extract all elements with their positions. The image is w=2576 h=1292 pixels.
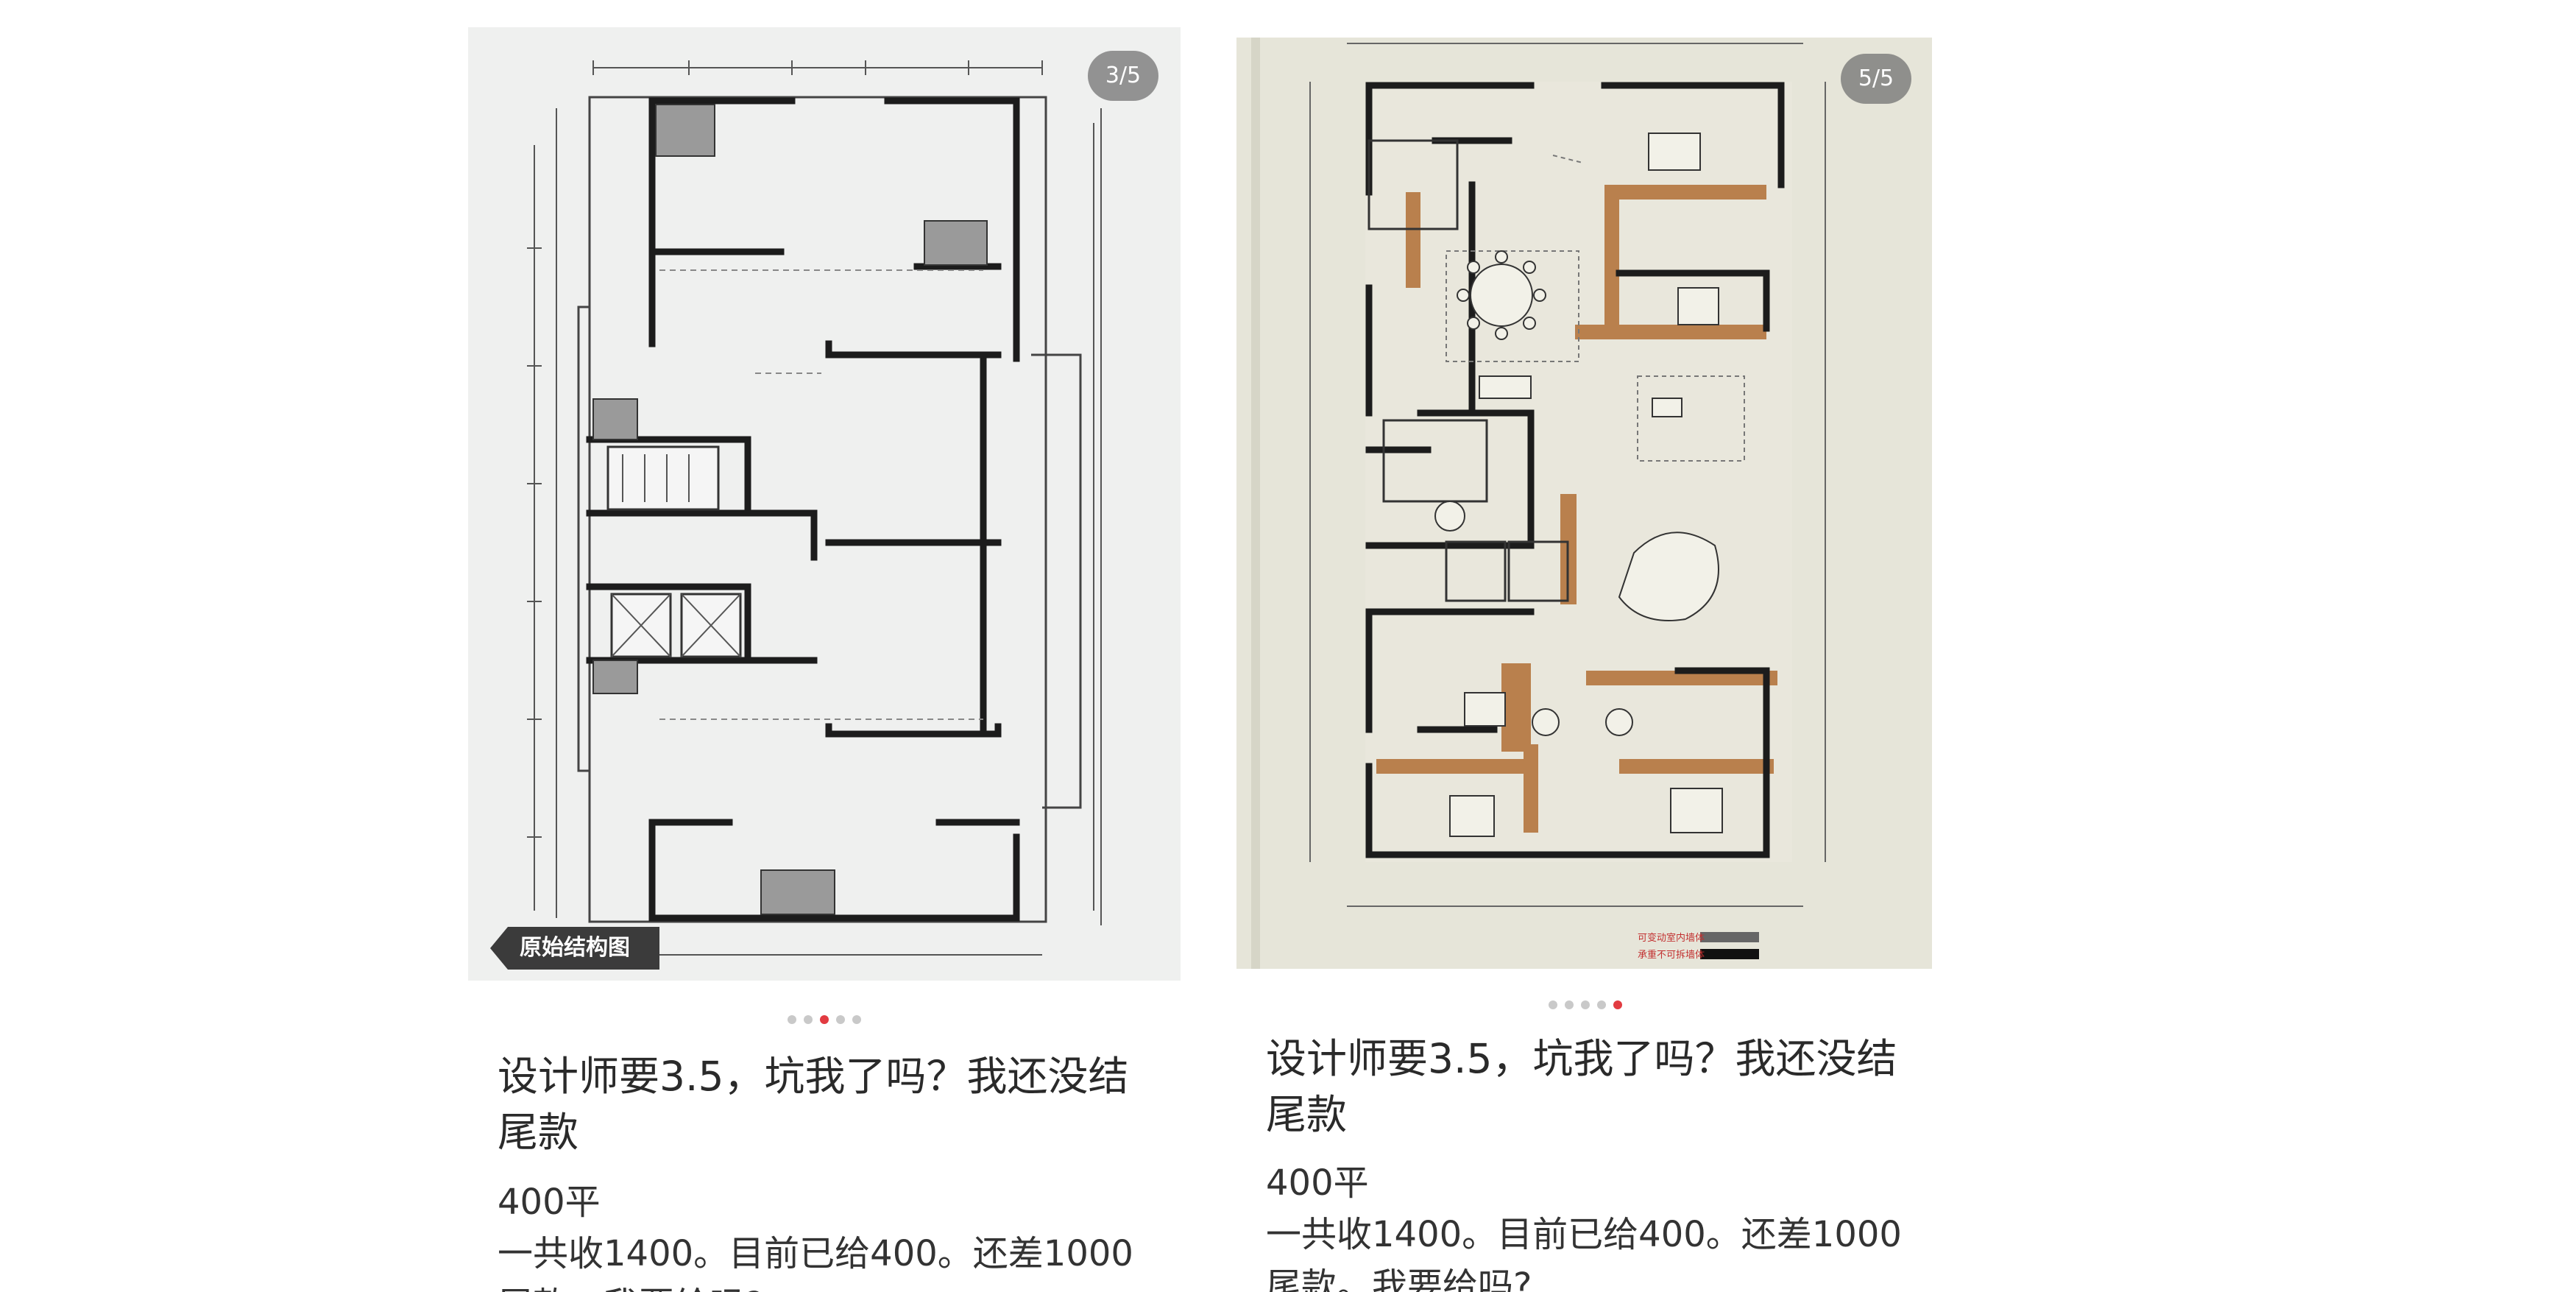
image-caption-tag: 原始结构图 — [490, 927, 659, 970]
excerpt-line: 一共收1400。目前已给400。还差1000 — [1266, 1214, 1902, 1255]
excerpt-line: 一共收1400。目前已给400。还差1000 — [498, 1233, 1133, 1274]
post-excerpt[interactable]: 400平 一共收1400。目前已给400。还差1000 尾款。我要给吗? — [1266, 1157, 1928, 1292]
image-counter-badge: 5/5 — [1841, 54, 1911, 104]
post-card-left[interactable]: 3/5 原始结构图 设计师要3.5，坑我了吗？我还没结尾款 400平 一共收14… — [468, 0, 1181, 1292]
wall-legend-swatches — [1700, 932, 1759, 959]
legend-label-movable: 可变动室内墙体 — [1638, 932, 1705, 944]
carousel-dot-active[interactable] — [820, 1015, 829, 1024]
carousel-dot[interactable] — [852, 1015, 861, 1024]
carousel-dot[interactable] — [1581, 1000, 1590, 1009]
carousel-dot[interactable] — [1597, 1000, 1606, 1009]
original-structure-plan — [468, 27, 1181, 981]
carousel-dot-active[interactable] — [1613, 1000, 1622, 1009]
carousel-dot[interactable] — [1565, 1000, 1574, 1009]
post-excerpt[interactable]: 400平 一共收1400。目前已给400。还差1000 尾款，我要给吗? — [498, 1176, 1160, 1292]
furnished-layout-plan: 可变动室内墙体 承重不可拆墙体 — [1236, 38, 1932, 969]
excerpt-line: 尾款，我要给吗? — [498, 1279, 1160, 1292]
excerpt-line: 400平 — [498, 1182, 601, 1223]
carousel-dot[interactable] — [836, 1015, 845, 1024]
carousel-dots[interactable] — [1549, 1000, 1622, 1009]
floor-plan-image-original[interactable]: 3/5 原始结构图 — [468, 27, 1181, 981]
legend-label-bearing: 承重不可拆墙体 — [1638, 949, 1705, 961]
image-counter-badge: 3/5 — [1088, 51, 1158, 101]
excerpt-line: 尾款。我要给吗? — [1266, 1265, 1532, 1292]
post-title[interactable]: 设计师要3.5，坑我了吗？我还没结尾款 — [1266, 1035, 1897, 1138]
carousel-dot[interactable] — [788, 1015, 796, 1024]
carousel-dot[interactable] — [804, 1015, 813, 1024]
floor-plan-image-design[interactable]: 可变动室内墙体 承重不可拆墙体 5/5 — [1236, 38, 1932, 969]
post-card-right[interactable]: 可变动室内墙体 承重不可拆墙体 5/5 设计师要3.5，坑我了吗？我还没结尾款 … — [1236, 0, 1932, 1292]
carousel-dot[interactable] — [1549, 1000, 1557, 1009]
post-title[interactable]: 设计师要3.5，坑我了吗？我还没结尾款 — [498, 1053, 1129, 1156]
carousel-dots[interactable] — [788, 1015, 861, 1024]
excerpt-line: 400平 — [1266, 1162, 1369, 1204]
